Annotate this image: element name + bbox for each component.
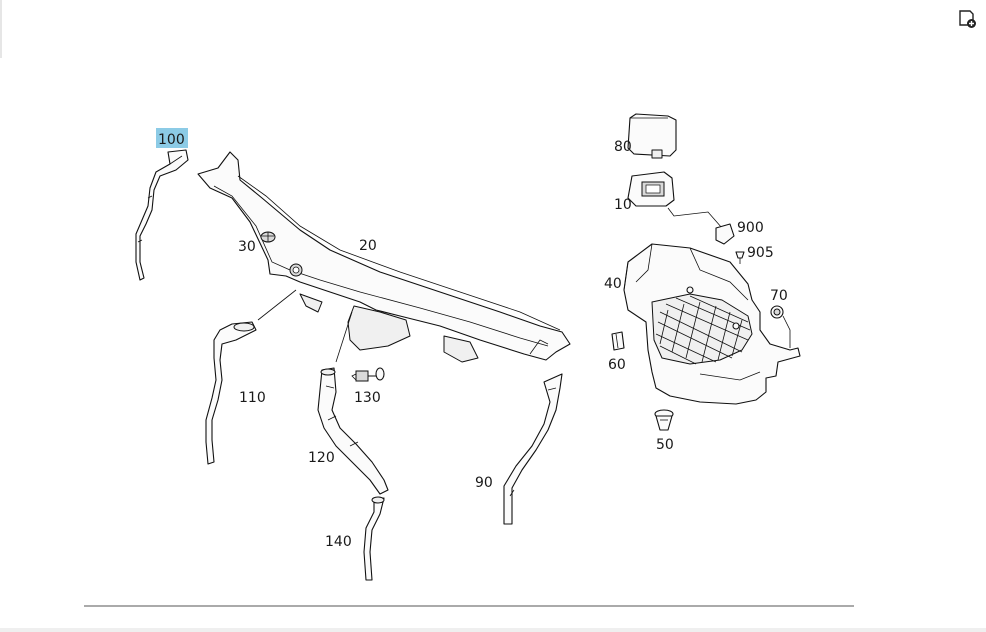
callout-90[interactable]: 90 — [475, 475, 493, 491]
add-note-icon — [959, 10, 976, 28]
callout-120[interactable]: 120 — [308, 450, 335, 466]
part-130-clip[interactable] — [351, 367, 385, 382]
part-110-hose[interactable] — [205, 321, 257, 465]
leader-120 — [335, 311, 353, 363]
bottom-strip — [0, 628, 986, 632]
part-900-connector[interactable] — [715, 223, 735, 245]
callout-70[interactable]: 70 — [770, 288, 788, 304]
part-100-hose[interactable] — [135, 149, 189, 281]
callout-110[interactable]: 110 — [239, 390, 266, 406]
add-note-button[interactable] — [956, 8, 978, 30]
callout-80[interactable]: 80 — [614, 139, 632, 155]
part-120-drain-hose[interactable] — [317, 367, 389, 495]
callout-30[interactable]: 30 — [238, 239, 256, 255]
callout-40[interactable]: 40 — [604, 276, 622, 292]
leader-110 — [257, 289, 297, 321]
callout-50[interactable]: 50 — [656, 437, 674, 453]
callout-100[interactable]: 100 — [158, 132, 185, 148]
part-20-cowl-panel[interactable] — [197, 151, 571, 363]
part-905-screw[interactable] — [735, 251, 745, 264]
callout-60[interactable]: 60 — [608, 357, 626, 373]
part-40-housing[interactable] — [623, 243, 801, 405]
part-140-hose[interactable] — [363, 496, 385, 581]
part-80-cover[interactable] — [627, 113, 677, 159]
callout-100-highlight — [156, 128, 188, 148]
callout-10[interactable]: 10 — [614, 197, 632, 213]
part-10-module[interactable] — [627, 171, 723, 229]
part-60-clip[interactable] — [611, 331, 625, 351]
callout-130[interactable]: 130 — [354, 390, 381, 406]
callout-900[interactable]: 900 — [737, 220, 764, 236]
part-50-plug[interactable] — [654, 409, 674, 431]
part-90-hose[interactable] — [503, 373, 563, 525]
part-70-grommet[interactable] — [770, 305, 791, 348]
part-30-grommet[interactable] — [260, 231, 276, 243]
callout-140[interactable]: 140 — [325, 534, 352, 550]
panel-edge — [0, 0, 2, 58]
callout-905[interactable]: 905 — [747, 245, 774, 261]
callout-20[interactable]: 20 — [359, 238, 377, 254]
